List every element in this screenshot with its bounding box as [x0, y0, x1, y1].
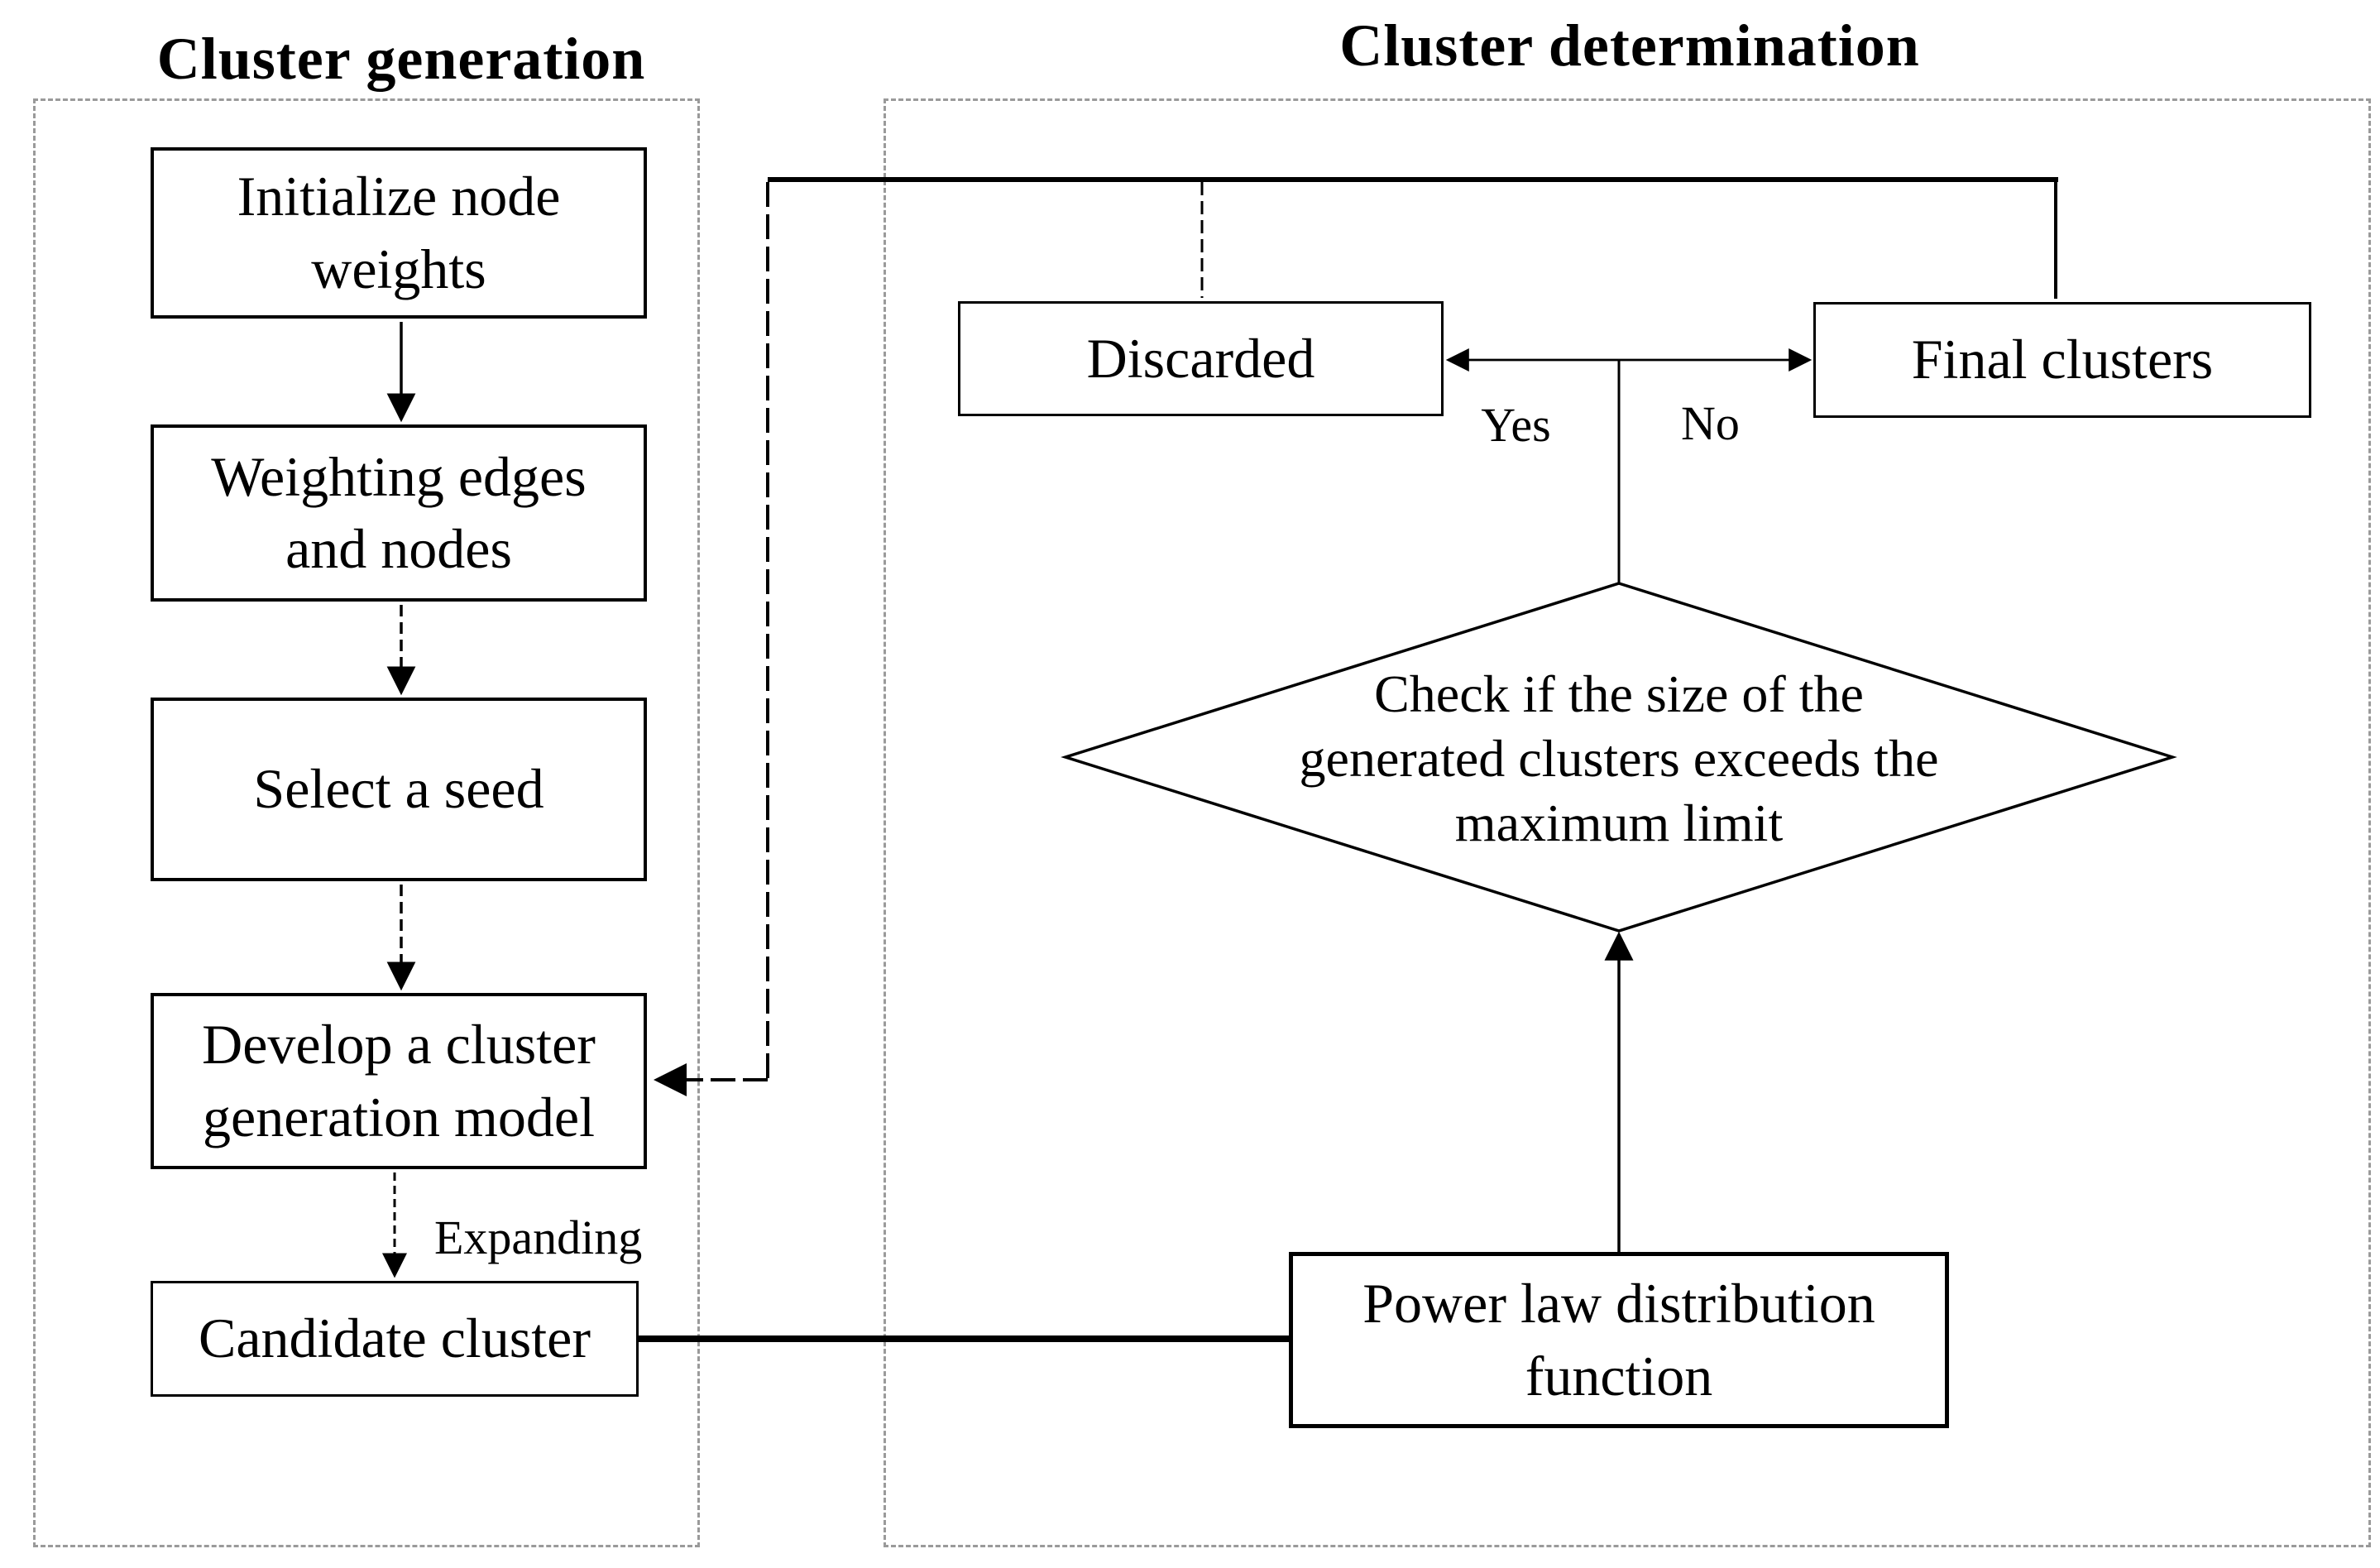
box-text-line: Power law distribution: [1362, 1272, 1875, 1335]
initialize-node-weights-box: Initialize node weights: [151, 147, 647, 319]
cluster-generation-panel: [33, 98, 700, 1547]
discarded-box: Discarded: [958, 301, 1444, 416]
decision-text-line: Check if the size of the: [1374, 664, 1864, 723]
box-text-line: Final clusters: [1911, 328, 2214, 391]
box-text-line: Select a seed: [253, 757, 544, 821]
candidate-cluster-box: Candidate cluster: [151, 1281, 639, 1397]
weighting-edges-nodes-box: Weighting edges and nodes: [151, 424, 647, 602]
no-label: No: [1681, 396, 1740, 450]
decision-text-line: generated clusters exceeds the: [1299, 729, 1939, 789]
yes-label: Yes: [1481, 398, 1551, 452]
box-text-line: generation model: [203, 1085, 595, 1148]
box-text-line: Develop a cluster: [202, 1013, 596, 1077]
develop-cluster-model-box: Develop a cluster generation model: [151, 993, 647, 1169]
cluster-determination-title: Cluster determination: [1339, 12, 1920, 79]
box-text-line: Initialize node: [237, 165, 561, 228]
cluster-determination-panel: [884, 98, 2371, 1547]
select-a-seed-box: Select a seed: [151, 698, 647, 881]
box-text-line: Weighting edges: [211, 444, 587, 508]
box-text-line: weights: [311, 237, 486, 300]
expanding-label: Expanding: [434, 1211, 643, 1264]
box-text-line: and nodes: [285, 517, 512, 580]
power-law-distribution-box: Power law distribution function: [1289, 1252, 1949, 1428]
box-text-line: Discarded: [1086, 326, 1315, 390]
box-text-line: Candidate cluster: [199, 1307, 591, 1370]
cluster-generation-title: Cluster generation: [156, 26, 646, 92]
box-text-line: function: [1525, 1344, 1713, 1407]
decision-text-line: maximum limit: [1454, 794, 1784, 853]
decision-diamond-text: Check if the size of the generated clust…: [1139, 662, 2099, 856]
final-clusters-box: Final clusters: [1813, 302, 2311, 418]
